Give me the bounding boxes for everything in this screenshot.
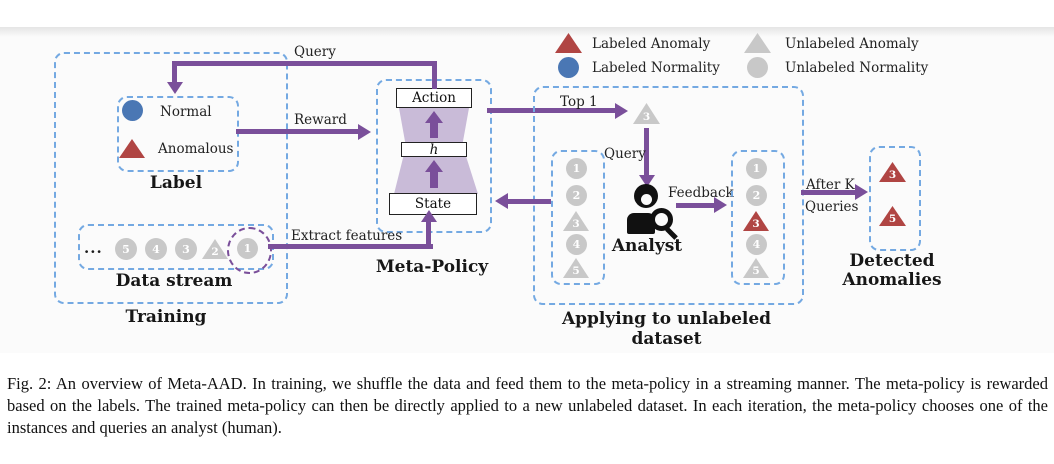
- query-top-label: Query: [294, 44, 336, 60]
- item-number: 5: [752, 265, 760, 277]
- selected-instance-ellipse: [227, 227, 272, 274]
- state-feed-arrow-shaft: [508, 199, 551, 204]
- item-number: 1: [243, 242, 252, 255]
- analyst-title: Analyst: [611, 236, 683, 256]
- meta-policy-title: Meta-Policy: [375, 257, 489, 277]
- item-number: 4: [152, 242, 160, 256]
- query-arrow-horizontal: [172, 61, 437, 66]
- data-stream-title: Data stream: [115, 271, 233, 291]
- hidden-layer-box: h: [401, 141, 467, 158]
- label-normal-text: Normal: [160, 104, 212, 120]
- after-k-arrowhead: [855, 184, 868, 200]
- figure-panel-top-shade: [0, 27, 1054, 37]
- hidden-layer-label: h: [429, 141, 439, 158]
- item-number: 2: [572, 189, 581, 202]
- detected-title-line1: Detected: [849, 251, 935, 271]
- policy-up-arrow-1-head: [425, 111, 443, 123]
- left-item-2: 2: [566, 185, 587, 206]
- legend-labeled-anomaly-label: Labeled Anomaly: [592, 36, 711, 52]
- reward-arrow-shaft: [236, 129, 358, 134]
- action-box: Action: [396, 88, 472, 108]
- feedback-label: Feedback: [668, 185, 734, 201]
- training-title: Training: [125, 307, 207, 327]
- feedback-arrowhead: [714, 197, 727, 213]
- query-arrow-left-drop: [172, 61, 177, 84]
- left-item-1: 1: [566, 158, 587, 179]
- state-label: State: [414, 196, 452, 212]
- applying-box: [533, 86, 804, 305]
- action-label: Action: [412, 90, 456, 106]
- top1-label: Top 1: [560, 94, 598, 110]
- top1-arrow-shaft: [487, 108, 615, 113]
- right-item-4: 4: [746, 234, 767, 255]
- state-feed-arrowhead: [495, 193, 508, 209]
- training-box: [54, 52, 288, 304]
- magnifier-icon: [650, 208, 673, 231]
- legend-unlabeled-normality-icon: [747, 57, 768, 78]
- policy-up-arrow-2-head: [425, 160, 443, 172]
- label-anomalous-text: Anomalous: [158, 141, 234, 157]
- feedback-arrow-shaft: [676, 203, 716, 208]
- extract-arrowhead: [421, 210, 437, 222]
- query-down-label: Query: [604, 146, 646, 162]
- legend-labeled-normality-icon: [558, 57, 579, 78]
- policy-up-arrow-1-shaft: [430, 121, 438, 138]
- query-arrow-right-drop: [432, 61, 437, 89]
- left-item-4: 4: [566, 234, 587, 255]
- item-number: 5: [888, 213, 897, 225]
- legend-unlabeled-normality-label: Unlabeled Normality: [785, 60, 929, 76]
- query-arrowhead: [167, 82, 183, 94]
- right-item-1: 1: [746, 158, 767, 179]
- state-box: State: [389, 193, 477, 215]
- data-stream-item-1: 1: [237, 238, 258, 259]
- data-stream-item-5: 5: [115, 238, 137, 260]
- item-number: 3: [182, 242, 190, 256]
- item-number: 1: [572, 162, 581, 175]
- item-number: 5: [572, 265, 580, 277]
- top1-arrowhead: [615, 103, 628, 119]
- legend-unlabeled-anomaly-label: Unlabeled Anomaly: [785, 36, 919, 52]
- policy-up-arrow-2-shaft: [430, 170, 438, 188]
- label-box-title: Label: [149, 173, 203, 193]
- after-k-label-line2: Queries: [805, 199, 859, 215]
- label-normal-icon: [122, 100, 143, 121]
- data-stream-item-3: 3: [175, 238, 197, 260]
- detected-title-line2: Anomalies: [842, 270, 942, 290]
- extract-features-label: Extract features: [291, 228, 403, 244]
- item-number: 3: [642, 111, 651, 123]
- legend-labeled-normality-label: Labeled Normality: [592, 60, 720, 76]
- extract-arrow-vertical: [426, 221, 431, 249]
- item-number: 1: [752, 162, 761, 175]
- analyst-icon-face: [641, 194, 652, 205]
- query-down-shaft: [644, 128, 649, 175]
- extract-arrow-horizontal: [268, 244, 433, 249]
- item-number: 3: [572, 218, 580, 230]
- label-box: [117, 96, 239, 172]
- detected-anomalies-box: [869, 146, 921, 251]
- after-k-arrow-shaft: [801, 190, 855, 195]
- reward-label: Reward: [294, 112, 347, 128]
- item-number: 3: [888, 169, 897, 181]
- applying-title: Applying to unlabeled dataset: [561, 309, 772, 349]
- analyst-icon-body: [627, 213, 655, 234]
- apply-right-column-box: [731, 150, 785, 285]
- data-stream-ellipsis: ...: [84, 239, 103, 257]
- right-item-2: 2: [746, 185, 767, 206]
- data-stream-item-4: 4: [145, 238, 167, 260]
- apply-left-column-box: [551, 150, 605, 285]
- item-number: 3: [752, 218, 760, 230]
- item-number: 2: [211, 246, 219, 258]
- reward-arrowhead: [358, 124, 371, 140]
- item-number: 2: [752, 189, 761, 202]
- item-number: 4: [572, 238, 581, 251]
- figure-caption: Fig. 2: An overview of Meta-AAD. In trai…: [7, 374, 1048, 437]
- item-number: 4: [752, 238, 761, 251]
- item-number: 5: [122, 242, 130, 256]
- after-k-label-line1: After K: [806, 177, 855, 193]
